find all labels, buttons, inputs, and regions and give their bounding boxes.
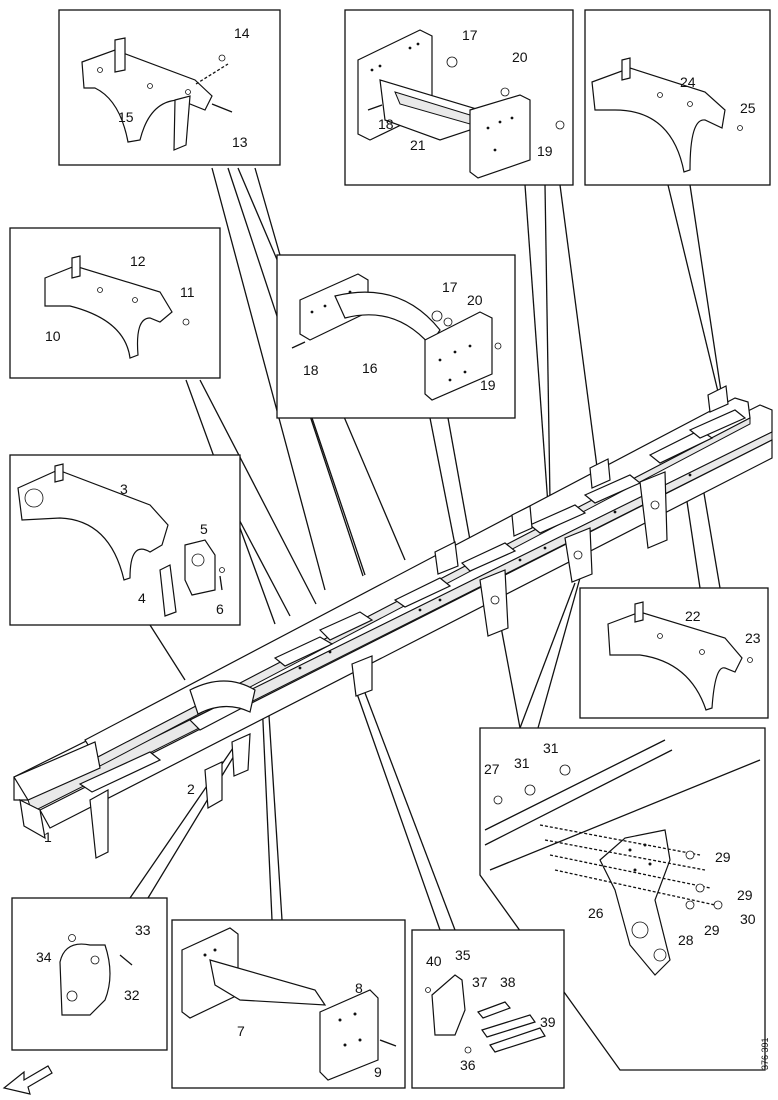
label-29-a: 29 [715,849,731,865]
label-10: 10 [45,328,61,344]
label-19-mid: 19 [480,377,496,393]
label-15: 15 [118,109,134,125]
label-5: 5 [200,521,208,537]
label-20-mid: 20 [467,292,483,308]
direction-arrow-icon [2,1065,53,1095]
detail-box-crossmember-10 [9,227,221,379]
label-38: 38 [500,974,516,990]
label-22: 22 [685,608,701,624]
label-9: 9 [374,1064,382,1080]
label-1: 1 [44,829,52,845]
detail-box-bracket-32 [11,897,168,1051]
label-25: 25 [740,100,756,116]
label-31-a: 31 [514,755,530,771]
label-18-top: 18 [378,116,394,132]
detail-box-crossmember-15 [58,9,281,166]
label-12: 12 [130,253,146,269]
label-18-mid: 18 [303,362,319,378]
detail-box-crossmember-24 [584,9,771,186]
detail-box-crossmember-22 [579,587,769,719]
label-31-b: 31 [543,740,559,756]
label-35: 35 [455,947,471,963]
label-6: 6 [216,601,224,617]
label-24: 24 [680,74,696,90]
label-21: 21 [410,137,426,153]
label-16: 16 [362,360,378,376]
label-20-top: 20 [512,49,528,65]
detail-box-bracket-7 [171,919,406,1089]
label-39: 39 [540,1014,556,1030]
label-17-top: 17 [462,27,478,43]
label-11: 11 [180,284,195,300]
label-23: 23 [745,630,761,646]
label-8: 8 [355,980,363,996]
chassis-frame [13,385,773,859]
label-29-c: 29 [704,922,720,938]
detail-box-crossmember-21 [344,9,574,186]
label-26: 26 [588,905,604,921]
detail-box-crossmember-3 [9,454,241,626]
label-7: 7 [237,1023,245,1039]
figure-reference-code: 376 391 [760,1037,770,1070]
label-13: 13 [232,134,248,150]
label-2: 2 [187,781,195,797]
label-30: 30 [740,911,756,927]
detail-box-crossmember-16 [276,254,516,419]
label-40: 40 [426,953,442,969]
label-19-top: 19 [537,143,553,159]
label-27: 27 [484,761,500,777]
label-29-b: 29 [737,887,753,903]
label-33: 33 [135,922,151,938]
detail-box-spring-hanger-26 [479,727,766,1071]
label-3: 3 [120,481,128,497]
label-34: 34 [36,949,52,965]
label-14: 14 [234,25,250,41]
leader-lines [129,167,723,931]
label-4: 4 [138,590,146,606]
detail-box-bracket-35 [411,929,565,1089]
label-32: 32 [124,987,140,1003]
label-37: 37 [472,974,488,990]
label-17-mid: 17 [442,279,458,295]
label-36: 36 [460,1057,476,1073]
label-28: 28 [678,932,694,948]
part-number-labels: 1 2 3 4 5 6 7 8 9 10 11 12 13 14 15 16 1… [36,25,770,1080]
